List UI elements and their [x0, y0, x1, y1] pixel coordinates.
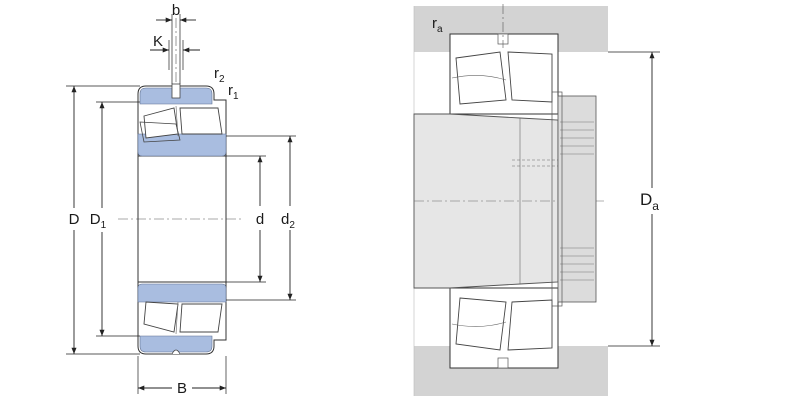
housing-top [414, 6, 608, 52]
housing-bottom [414, 346, 608, 396]
nut-threads [560, 121, 594, 281]
right-dimensions: ra Da [432, 4, 660, 347]
lubrication-hole-top [171, 83, 181, 99]
lock-nut [557, 95, 597, 303]
bearing-cross-section [118, 18, 242, 355]
label-ra: ra [432, 15, 443, 35]
label-K: K [153, 33, 163, 50]
cage-top [139, 121, 181, 143]
label-D1: D1 [90, 211, 107, 231]
mounting-arrangement [413, 6, 608, 396]
outer-ring-bottom-highlight [139, 335, 213, 353]
roller-bottom-right [179, 303, 223, 333]
roller-right-bottom-right [507, 299, 553, 351]
roller-right-top-right [507, 51, 553, 103]
roller-right-top-left [455, 51, 507, 105]
lubrication-hole-bottom [171, 349, 181, 355]
inner-ring-bottom-highlight [137, 283, 227, 303]
lock-washer [551, 91, 563, 307]
label-B: B [177, 380, 187, 397]
label-r2: r2 [214, 65, 225, 85]
roller-bottom-left [143, 301, 179, 333]
label-d: d [256, 211, 264, 228]
roller-right-bottom-left [455, 297, 507, 351]
label-Da: Da [640, 190, 659, 213]
inner-ring-top-highlight [137, 133, 227, 157]
label-r1: r1 [228, 82, 239, 102]
label-b: b [172, 2, 180, 19]
label-D: D [69, 211, 80, 228]
roller-top-right [179, 107, 223, 135]
left-dimensions: b K r2 r1 D D1 d d2 [66, 2, 296, 397]
label-d2: d2 [281, 211, 295, 231]
